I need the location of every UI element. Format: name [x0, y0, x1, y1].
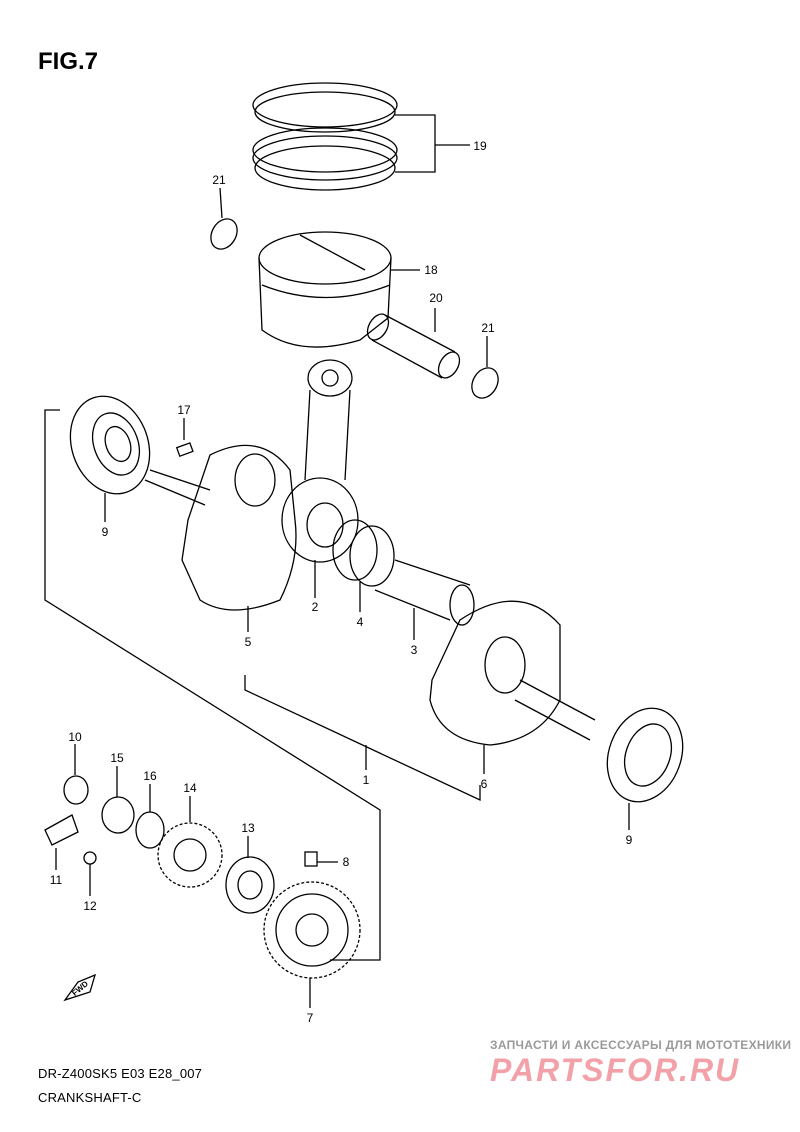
callout-1: 1: [362, 773, 370, 787]
circlip-lower: [471, 367, 499, 399]
callout-2: 2: [311, 600, 319, 614]
dowel-pin: [304, 851, 318, 867]
piston-pin: [366, 308, 461, 379]
callout-21: 21: [212, 173, 226, 187]
model-code: DR-Z400SK5 E03 E28_007: [38, 1066, 203, 1081]
piston-rings: [252, 82, 470, 191]
callout-16: 16: [143, 769, 157, 783]
connecting-rod: [281, 359, 359, 563]
callout-9: 9: [625, 833, 633, 847]
callout-11: 11: [49, 873, 63, 887]
callout-7: 7: [306, 1011, 314, 1025]
callout-13: 13: [241, 821, 255, 835]
key-17: [175, 442, 194, 457]
piston: [258, 231, 420, 348]
callout-4: 4: [356, 615, 364, 629]
gears: [157, 796, 361, 1008]
bearing-right: [606, 707, 684, 830]
crank-web-right: [429, 600, 596, 774]
callout-18: 18: [424, 263, 438, 277]
watermark-logo: PARTSFOR.RU: [490, 1052, 741, 1088]
small-parts: [44, 744, 338, 896]
callout-8: 8: [342, 855, 350, 869]
callout-19: 19: [473, 139, 487, 153]
callout-12: 12: [83, 899, 97, 913]
callout-20: 20: [429, 291, 443, 305]
figure-title: FIG.7: [38, 48, 99, 75]
callout-15: 15: [110, 751, 124, 765]
callout-10: 10: [68, 730, 82, 744]
callout-14: 14: [183, 781, 197, 795]
callout-5: 5: [244, 635, 252, 649]
callout-21: 21: [481, 321, 495, 335]
callout-6: 6: [480, 777, 488, 791]
assembly-bracket: [44, 409, 381, 961]
needle-bearing: [332, 519, 395, 612]
watermark-tagline: ЗАПЧАСТИ И АКСЕССУАРЫ ДЛЯ МОТОТЕХНИКИ: [490, 1038, 792, 1052]
callout-3: 3: [410, 643, 418, 657]
circlip-upper: [210, 218, 238, 250]
crank-pin: [374, 559, 475, 640]
callout-9: 9: [101, 525, 109, 539]
crank-web-left: [144, 444, 297, 632]
fwd-arrow-icon: [63, 973, 97, 1002]
bearing-left: [69, 395, 151, 522]
callout-17: 17: [177, 403, 191, 417]
section-name: CRANKSHAFT-C: [38, 1090, 142, 1105]
